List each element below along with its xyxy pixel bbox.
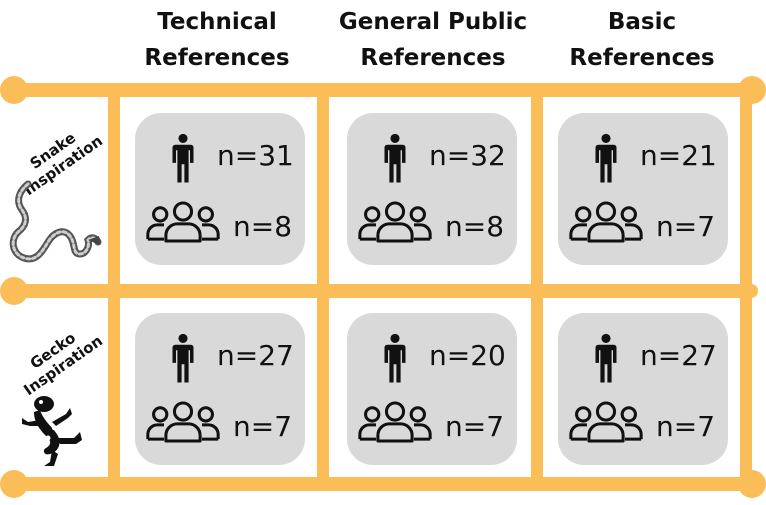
grid-end-dot	[738, 76, 766, 104]
person-icon	[592, 125, 620, 191]
group-icon	[568, 401, 644, 443]
grid-end-dot	[0, 470, 28, 498]
grid-line-horizontal	[8, 284, 758, 298]
cell-gecko-technical: n=27 n=7	[135, 313, 305, 465]
snake-icon	[9, 180, 102, 263]
grid-end-dot	[0, 76, 28, 104]
group-icon	[568, 201, 644, 243]
column-header-basic: Basic References	[537, 4, 747, 76]
column-header-line1: General Public	[338, 9, 528, 35]
person-icon	[381, 325, 409, 391]
person-icon	[169, 125, 197, 191]
group-count: n=7	[445, 410, 505, 443]
column-header-technical: Technical References	[112, 4, 322, 76]
grid-end-dot	[0, 277, 28, 305]
individual-count: n=31	[217, 139, 294, 172]
column-header-line2: References	[144, 45, 290, 71]
column-header-line2: References	[360, 45, 506, 71]
group-icon	[357, 201, 433, 243]
cell-gecko-general-public: n=20 n=7	[347, 313, 517, 465]
individual-count: n=27	[217, 339, 294, 372]
group-count: n=8	[445, 210, 505, 243]
cell-snake-basic: n=21 n=7	[558, 113, 728, 265]
gecko-icon	[22, 396, 82, 466]
group-count: n=8	[233, 210, 293, 243]
individual-count: n=21	[640, 139, 717, 172]
person-icon	[381, 125, 409, 191]
individual-count: n=32	[429, 139, 506, 172]
column-header-line2: References	[569, 45, 715, 71]
grid-end-dot	[738, 470, 766, 498]
cell-gecko-basic: n=27 n=7	[558, 313, 728, 465]
row-label-gecko: Gecko Inspiration	[7, 315, 110, 402]
individual-count: n=27	[640, 339, 717, 372]
grid-line-horizontal	[8, 477, 758, 491]
individual-count: n=20	[429, 339, 506, 372]
column-header-line1: Basic	[607, 9, 677, 35]
column-header-line1: Technical	[157, 9, 277, 35]
group-icon	[145, 201, 221, 243]
grid-line-horizontal	[8, 83, 758, 97]
cell-snake-general-public: n=32 n=8	[347, 113, 517, 265]
person-icon	[592, 325, 620, 391]
group-icon	[357, 401, 433, 443]
group-count: n=7	[656, 410, 716, 443]
cell-snake-technical: n=31 n=8	[135, 113, 305, 265]
group-count: n=7	[656, 210, 716, 243]
group-icon	[145, 401, 221, 443]
column-header-general-public: General Public References	[328, 4, 538, 76]
person-icon	[169, 325, 197, 391]
group-count: n=7	[233, 410, 293, 443]
